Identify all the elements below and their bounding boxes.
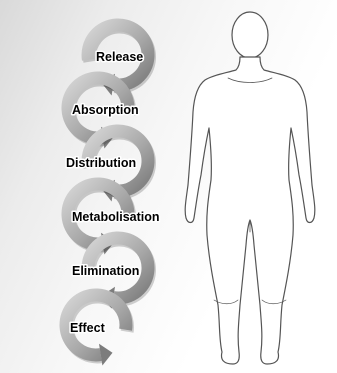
stage-label-release: Release (96, 50, 143, 64)
stage-label-absorption: Absorption (72, 103, 139, 117)
body-silhouette (185, 57, 315, 364)
stage-label-distribution: Distribution (66, 156, 136, 170)
human-body-outline-icon (185, 12, 315, 364)
stage-label-elimination: Elimination (72, 264, 139, 278)
stage-label-effect: Effect (70, 321, 106, 335)
body-head (232, 12, 268, 58)
cycle-arrows (66, 25, 150, 366)
stage-label-metabolisation: Metabolisation (72, 210, 160, 224)
